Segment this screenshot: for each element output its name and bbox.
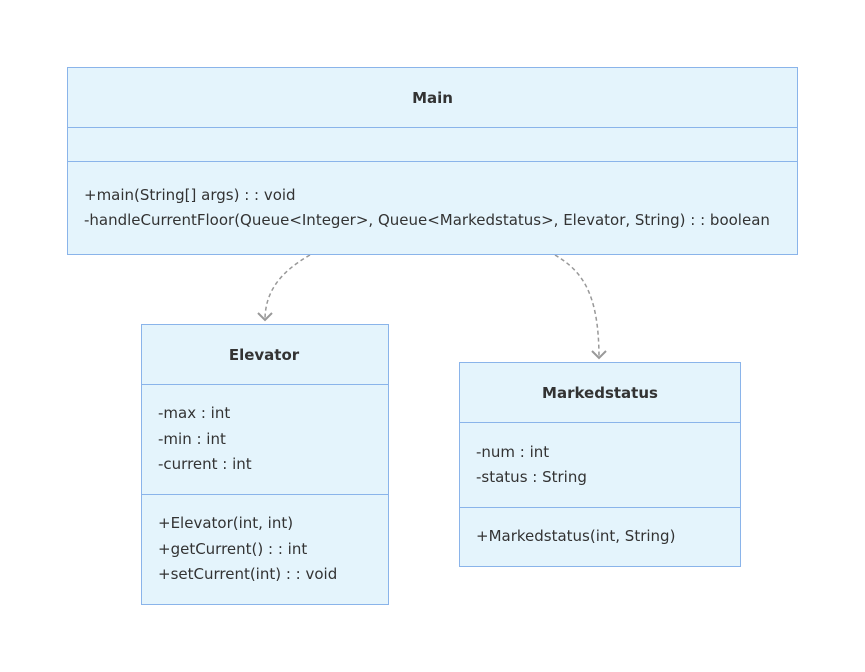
class-markedstatus-operations: +Markedstatus(int, String) (460, 508, 740, 566)
attribute: -min : int (158, 429, 226, 448)
class-main[interactable]: Main +main(String[] args) : : void -hand… (67, 67, 798, 255)
class-elevator-operations: +Elevator(int, int) +getCurrent() : : in… (142, 495, 388, 604)
operation: +getCurrent() : : int (158, 539, 308, 558)
dependency-main-to-elevator (257, 254, 311, 322)
attribute: -status : String (476, 468, 587, 486)
operation: +main(String[] args) : : void (84, 185, 296, 204)
operation: -handleCurrentFloor(Queue<Integer>, Queu… (84, 211, 770, 229)
class-markedstatus[interactable]: Markedstatus -num : int -status : String… (459, 362, 741, 567)
class-main-name: Main (68, 68, 797, 128)
operation: +setCurrent(int) : : void (158, 565, 338, 584)
attribute: -current : int (158, 455, 252, 474)
class-markedstatus-name: Markedstatus (460, 363, 740, 423)
attribute: -num : int (476, 442, 550, 461)
class-elevator[interactable]: Elevator -max : int -min : int -current … (141, 324, 389, 605)
class-main-attributes (68, 128, 797, 162)
class-main-operations: +main(String[] args) : : void -handleCur… (68, 162, 797, 254)
attribute: -max : int (158, 404, 231, 423)
dependency-main-to-markedstatus (554, 254, 607, 360)
operation: +Elevator(int, int) (158, 514, 294, 533)
operation: +Markedstatus(int, String) (476, 527, 676, 546)
class-markedstatus-attributes: -num : int -status : String (460, 423, 740, 508)
class-elevator-attributes: -max : int -min : int -current : int (142, 385, 388, 495)
class-elevator-name: Elevator (142, 325, 388, 385)
